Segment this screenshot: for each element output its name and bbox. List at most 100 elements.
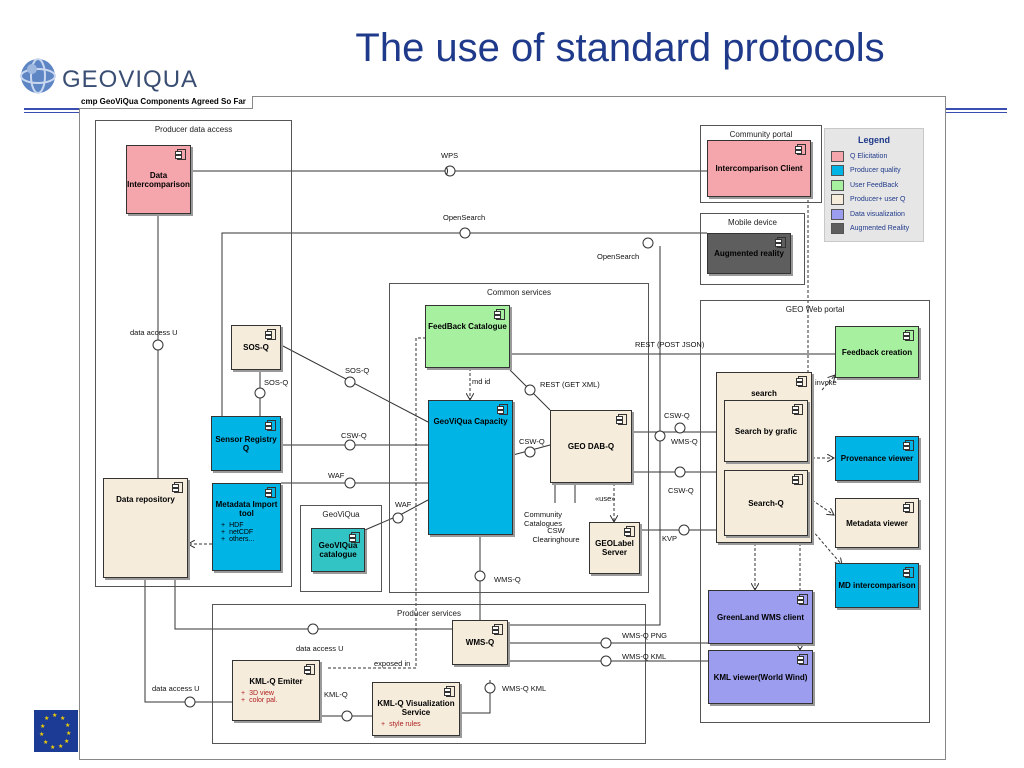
component-label: KML-Q Visualization Service xyxy=(377,699,455,717)
legend-label: Q Elicitation xyxy=(850,152,888,160)
package-producer-services: Producer services xyxy=(212,604,646,744)
label-csw-q-sensor: CSW-Q xyxy=(341,431,367,440)
legend-title: Legend xyxy=(857,135,890,145)
label-waf-catalogue: WAF xyxy=(395,500,412,509)
label-community-catalogues: Community Catalogues xyxy=(524,510,562,528)
label-exposed-in: exposed in xyxy=(374,659,411,668)
label-wms-q-portal: WMS-Q xyxy=(671,437,698,446)
geo-dab-q-component[interactable]: GEO DAB-Q xyxy=(550,410,632,483)
component-icon xyxy=(265,329,276,340)
component-label: Intercomparison Client xyxy=(715,164,803,173)
package-geoviqua: GeoViQua xyxy=(300,505,382,592)
geoviqua-catalogue-component[interactable]: GeoVIQua catalogue xyxy=(311,528,365,572)
augmented-reality-component[interactable]: Augmented reality xyxy=(707,233,791,274)
component-label: GeoViQua Capacity xyxy=(433,417,508,426)
package-common-services: Common services xyxy=(389,283,649,593)
diagram-frame-label: cmp GeoViQua Components Agreed So Far xyxy=(79,96,253,109)
geolabel-server-component[interactable]: GEOLabel Server xyxy=(589,522,640,574)
metadata-viewer-component[interactable]: Metadata viewer xyxy=(835,498,919,548)
label-csw-clearinghoure: CSW Clearinghoure xyxy=(532,526,580,544)
search-q-component[interactable]: Search-Q xyxy=(724,470,808,536)
kml-viewer-component[interactable]: KML viewer(World Wind) xyxy=(708,650,813,704)
label-wms-q-png: WMS-Q PNG xyxy=(622,631,667,640)
component-label: SOS-Q xyxy=(243,343,269,352)
label-rest-post-json: REST (POST JSON) xyxy=(635,340,705,349)
package-community-portal: Community portal xyxy=(700,125,822,203)
legend-item: Q Elicitation xyxy=(825,149,923,164)
component-label: Augmented reality xyxy=(714,249,784,258)
component-icon xyxy=(797,654,808,665)
label-kml-q: KML-Q xyxy=(324,690,348,699)
component-icon xyxy=(624,526,635,537)
component-label: Search by grafic xyxy=(734,426,798,436)
component-icon xyxy=(494,309,505,320)
component-label: Metadata Import tool xyxy=(215,500,278,518)
legend: Legend Q Elicitation Producer quality Us… xyxy=(824,128,924,242)
component-icon xyxy=(903,502,914,513)
greenland-wms-client-component[interactable]: GreenLand WMS client xyxy=(708,590,813,644)
metadata-import-list: +HDF +netCDF +others... xyxy=(215,522,278,543)
globe-icon xyxy=(20,58,56,94)
slide-title: The use of standard protocols xyxy=(355,26,885,70)
intercomparison-client-component[interactable]: Intercomparison Client xyxy=(707,140,811,197)
legend-swatch xyxy=(831,194,844,206)
component-icon xyxy=(903,330,914,341)
component-icon xyxy=(775,237,786,248)
component-icon xyxy=(492,624,503,635)
list-item: +3D view xyxy=(241,690,274,697)
label-csw-q-dab: CSW-Q xyxy=(519,437,545,446)
label-wms-q-capacity: WMS-Q xyxy=(494,575,521,584)
label-wms-q-kml: WMS-Q KML xyxy=(622,652,667,661)
label-wms-q-kml-bottom: WMS-Q KML xyxy=(502,684,547,693)
md-intercomparison-component[interactable]: MD intercomparison xyxy=(835,563,919,608)
package-title: Community portal xyxy=(729,130,793,139)
label-data-access-u-services: data access U xyxy=(296,644,344,653)
legend-label: Producer quality xyxy=(850,167,901,175)
feedback-catalogue-component[interactable]: FeedBack Catalogue xyxy=(425,305,510,368)
sensor-registry-q-component[interactable]: Sensor Registry Q xyxy=(211,416,281,471)
component-icon xyxy=(265,420,276,431)
data-repository-component[interactable]: Data repository xyxy=(103,478,188,578)
geoviqua-capacity-component[interactable]: GeoViQua Capacity xyxy=(428,400,513,535)
feedback-creation-component[interactable]: Feedback creation xyxy=(835,326,919,378)
component-label: Data repository xyxy=(116,495,175,504)
component-label: FeedBack Catalogue xyxy=(428,322,507,331)
component-icon xyxy=(304,664,315,675)
kml-q-visualization-service-component[interactable]: KML-Q Visualization Service +style rules xyxy=(372,682,460,736)
legend-swatch xyxy=(831,223,844,235)
label-md-id: md id xyxy=(472,377,491,386)
label-sos-q-iface: SOS-Q xyxy=(264,378,289,387)
component-label: KML-Q Emiter xyxy=(249,677,303,686)
component-icon xyxy=(792,404,803,415)
data-intercomparison-component[interactable]: Data Intercomparison xyxy=(126,145,191,214)
label-opensearch: OpenSearch xyxy=(443,213,486,222)
component-icon xyxy=(349,532,360,543)
metadata-import-tool-component[interactable]: Metadata Import tool +HDF +netCDF +other… xyxy=(212,483,281,571)
package-title: GEO Web portal xyxy=(785,305,845,314)
provenance-viewer-component[interactable]: Provenance viewer xyxy=(835,436,919,481)
eu-flag: ★★ ★★ ★★ ★★ ★★ ★ xyxy=(34,710,78,752)
legend-swatch xyxy=(831,165,844,177)
header-rule-left-thin xyxy=(24,112,80,113)
legend-label: Producer+ user Q xyxy=(850,196,906,204)
component-label: Feedback creation xyxy=(841,347,913,357)
component-label: GreenLand WMS client xyxy=(716,612,805,622)
package-title: Producer data access xyxy=(154,125,233,134)
component-icon xyxy=(795,144,806,155)
label-data-access-u: data access U xyxy=(130,328,178,337)
legend-label: Data visualization xyxy=(850,210,905,218)
list-item: +color pal. xyxy=(241,697,278,704)
sos-q-component[interactable]: SOS-Q xyxy=(231,325,281,370)
label-wps: WPS xyxy=(441,151,459,160)
list-item: +others... xyxy=(221,536,255,543)
component-label: GeoVIQua catalogue xyxy=(318,541,358,559)
component-icon xyxy=(265,487,276,498)
header-rule-left xyxy=(24,108,80,110)
header-rule-right-thin xyxy=(945,112,1007,113)
wms-q-component[interactable]: WMS-Q xyxy=(452,620,508,665)
search-by-grafic-component[interactable]: Search by grafic xyxy=(724,400,808,462)
package-producer-data-access: Producer data access xyxy=(95,120,292,587)
kml-q-emiter-component[interactable]: KML-Q Emiter +3D view +color pal. xyxy=(232,660,320,721)
legend-item: User FeedBack xyxy=(825,178,923,193)
legend-item: Data visualization xyxy=(825,207,923,222)
